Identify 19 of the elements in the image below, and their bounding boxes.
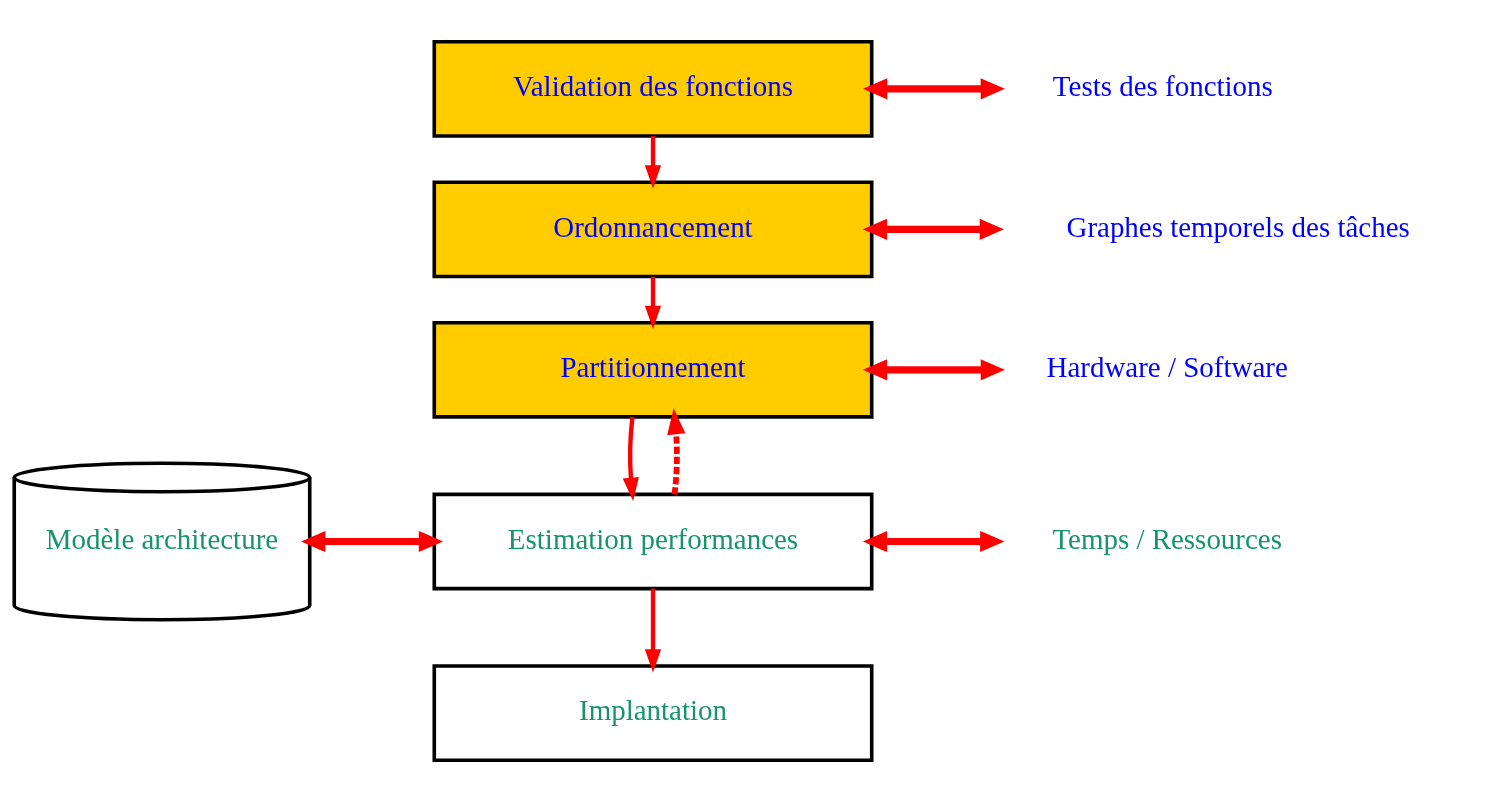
node-box: Ordonnancement bbox=[432, 180, 874, 278]
arrow bbox=[863, 77, 1005, 99]
arrow bbox=[644, 135, 662, 188]
node-text: Hardware / Software bbox=[1046, 350, 1288, 383]
arrow bbox=[622, 416, 639, 501]
arrow bbox=[644, 276, 662, 329]
node-box: Partitionnement bbox=[432, 320, 874, 419]
arrow bbox=[644, 588, 662, 673]
node-text: Tests des fonctions bbox=[1052, 69, 1273, 102]
arrow bbox=[301, 530, 444, 552]
arrow bbox=[862, 358, 1005, 380]
node-box: Validation des fonctions bbox=[432, 39, 874, 138]
arrow bbox=[862, 530, 1005, 552]
arrow bbox=[667, 407, 686, 495]
arrow bbox=[862, 218, 1004, 240]
node-box: Estimation performances bbox=[432, 492, 874, 590]
node-text: Graphes temporels des tâches bbox=[1066, 210, 1410, 243]
node-box: Implantation bbox=[432, 663, 874, 762]
node-text: Temps / Ressources bbox=[1052, 522, 1282, 555]
